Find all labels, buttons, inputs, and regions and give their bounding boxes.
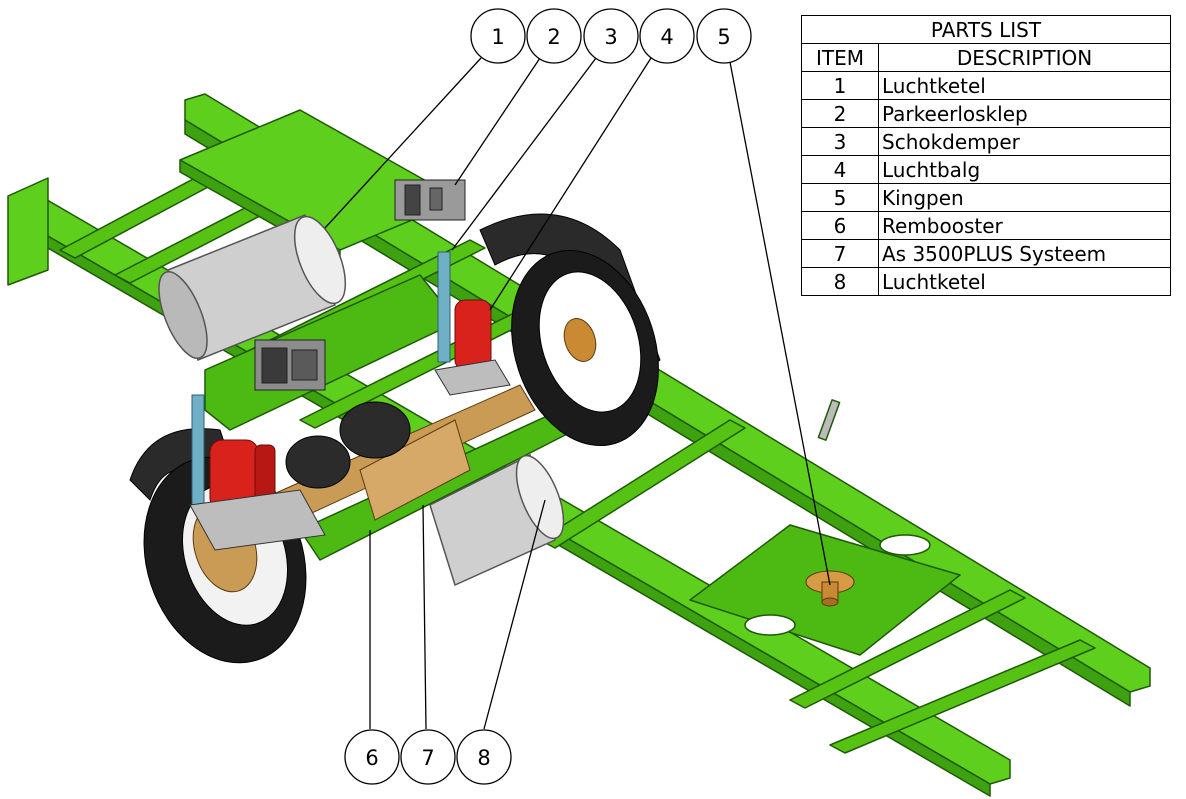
balloon-6: 6 <box>344 729 400 785</box>
parts-list-row: 8 Luchtketel <box>801 267 1171 296</box>
svg-text:8: 8 <box>477 746 490 770</box>
brake-booster <box>285 401 411 489</box>
parts-list-row: 6 Rembooster <box>801 211 1171 240</box>
column-header-description: DESCRIPTION <box>878 43 1171 72</box>
parts-list-row: 4 Luchtbalg <box>801 155 1171 184</box>
wheel-rear <box>479 213 661 447</box>
item-number: 6 <box>801 211 879 240</box>
item-number: 3 <box>801 127 879 156</box>
svg-text:2: 2 <box>547 25 560 49</box>
item-number: 4 <box>801 155 879 184</box>
balloon-8: 8 <box>456 729 512 785</box>
shock-absorbers <box>191 251 451 506</box>
valve-manifold <box>254 339 326 391</box>
item-number: 8 <box>801 267 879 296</box>
item-description: Kingpen <box>878 183 1171 212</box>
item-description: Luchtketel <box>878 71 1171 100</box>
item-number: 7 <box>801 239 879 268</box>
shock-rear <box>437 251 451 363</box>
svg-text:3: 3 <box>604 25 617 49</box>
parts-list-title-row: PARTS LIST <box>801 15 1171 44</box>
mounting-plates <box>189 359 511 551</box>
air-bag-rear <box>454 299 492 371</box>
svg-text:7: 7 <box>421 746 434 770</box>
axle-arm <box>359 419 471 521</box>
leader-lines <box>324 57 831 730</box>
air-bags <box>209 299 492 511</box>
item-description: Parkeerlosklep <box>878 99 1171 128</box>
plate-hole <box>744 614 796 636</box>
parts-list-row: 2 Parkeerlosklep <box>801 99 1171 128</box>
park-release-valve <box>394 179 466 221</box>
svg-text:4: 4 <box>660 25 673 49</box>
column-header-item: ITEM <box>801 43 879 72</box>
balloon-7: 7 <box>400 729 456 785</box>
item-description: Schokdemper <box>878 127 1171 156</box>
air-tank-upper <box>158 214 347 361</box>
balloon-5: 5 <box>696 8 752 64</box>
svg-text:1: 1 <box>491 25 504 49</box>
cross-member <box>829 639 1096 754</box>
item-description: Rembooster <box>878 211 1171 240</box>
item-number: 5 <box>801 183 879 212</box>
balloon-4: 4 <box>639 8 695 64</box>
cross-member <box>789 589 1026 709</box>
parts-list-row: 5 Kingpen <box>801 183 1171 212</box>
balloon-3: 3 <box>583 8 639 64</box>
parts-list-title: PARTS LIST <box>801 15 1171 44</box>
parts-list-row: 7 As 3500PLUS Systeem <box>801 239 1171 268</box>
air-tank-lower <box>429 453 565 587</box>
svg-text:6: 6 <box>365 746 378 770</box>
parts-list-row: 3 Schokdemper <box>801 127 1171 156</box>
svg-text:5: 5 <box>717 25 730 49</box>
cross-member <box>539 419 746 549</box>
parts-list-row: 1 Luchtketel <box>801 71 1171 100</box>
item-description: Luchtbalg <box>878 155 1171 184</box>
shock-front <box>191 394 205 506</box>
item-number: 2 <box>801 99 879 128</box>
plate-hole <box>879 534 931 556</box>
kingpin-tip <box>821 597 839 607</box>
item-description: Luchtketel <box>878 267 1171 296</box>
hitch-handle <box>817 399 841 441</box>
parts-list-table: PARTS LIST ITEM DESCRIPTION 1 Luchtketel… <box>801 15 1171 296</box>
item-description: As 3500PLUS Systeem <box>878 239 1171 268</box>
frame-front-bracket <box>7 177 49 286</box>
item-number: 1 <box>801 71 879 100</box>
balloon-1: 1 <box>470 8 526 64</box>
parts-list-header-row: ITEM DESCRIPTION <box>801 43 1171 72</box>
item-balloons: 1 2 3 4 5 6 7 8 <box>344 8 752 785</box>
balloon-2: 2 <box>526 8 582 64</box>
